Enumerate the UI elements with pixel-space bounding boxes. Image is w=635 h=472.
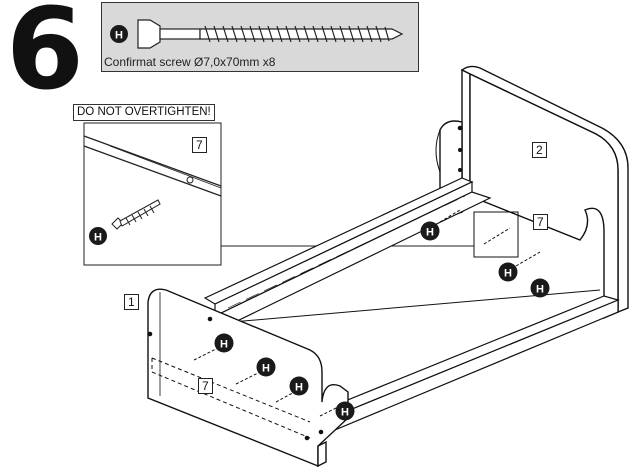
screw-badge-3: H (530, 278, 550, 298)
svg-text:H: H (426, 227, 434, 239)
svg-text:H: H (94, 232, 102, 244)
svg-text:H: H (262, 363, 270, 375)
svg-text:H: H (504, 268, 512, 280)
step-number: 6 (6, 0, 84, 115)
front-rail (316, 295, 620, 433)
hardware-caption: Confirmat screw Ø7,0x70mm x8 (104, 55, 276, 69)
hardware-badge: H (110, 25, 128, 43)
warning-label: DO NOT OVERTIGHTEN! (73, 104, 215, 121)
inset-badge: H (89, 227, 107, 245)
part-tag-headboard: 2 (532, 142, 547, 158)
detail-marker-box (473, 211, 519, 258)
screw-badge-5: H (256, 357, 276, 377)
back-rail (203, 177, 492, 323)
footboard-panel (147, 288, 349, 468)
screw-badge-1: H (420, 221, 440, 241)
screw-badge-2: H (498, 262, 518, 282)
screw-badge-7: H (335, 401, 355, 421)
detail-inset (83, 122, 474, 266)
part-tag-front-rail: 7 (198, 378, 213, 394)
part-tag-footboard: 1 (124, 294, 139, 310)
part-tag-back-rail: 7 (533, 214, 548, 230)
svg-text:H: H (115, 30, 123, 42)
headboard-panel (435, 65, 629, 320)
part-tag-inset-rail: 7 (192, 137, 207, 153)
screw-badge-6: H (289, 376, 309, 396)
svg-text:H: H (536, 284, 544, 296)
svg-text:H: H (220, 339, 228, 351)
svg-text:H: H (341, 407, 349, 419)
screw-illustration (137, 19, 404, 49)
svg-text:H: H (295, 382, 303, 394)
front-stretcher-hint (151, 357, 311, 439)
screw-badge-4: H (214, 333, 234, 353)
